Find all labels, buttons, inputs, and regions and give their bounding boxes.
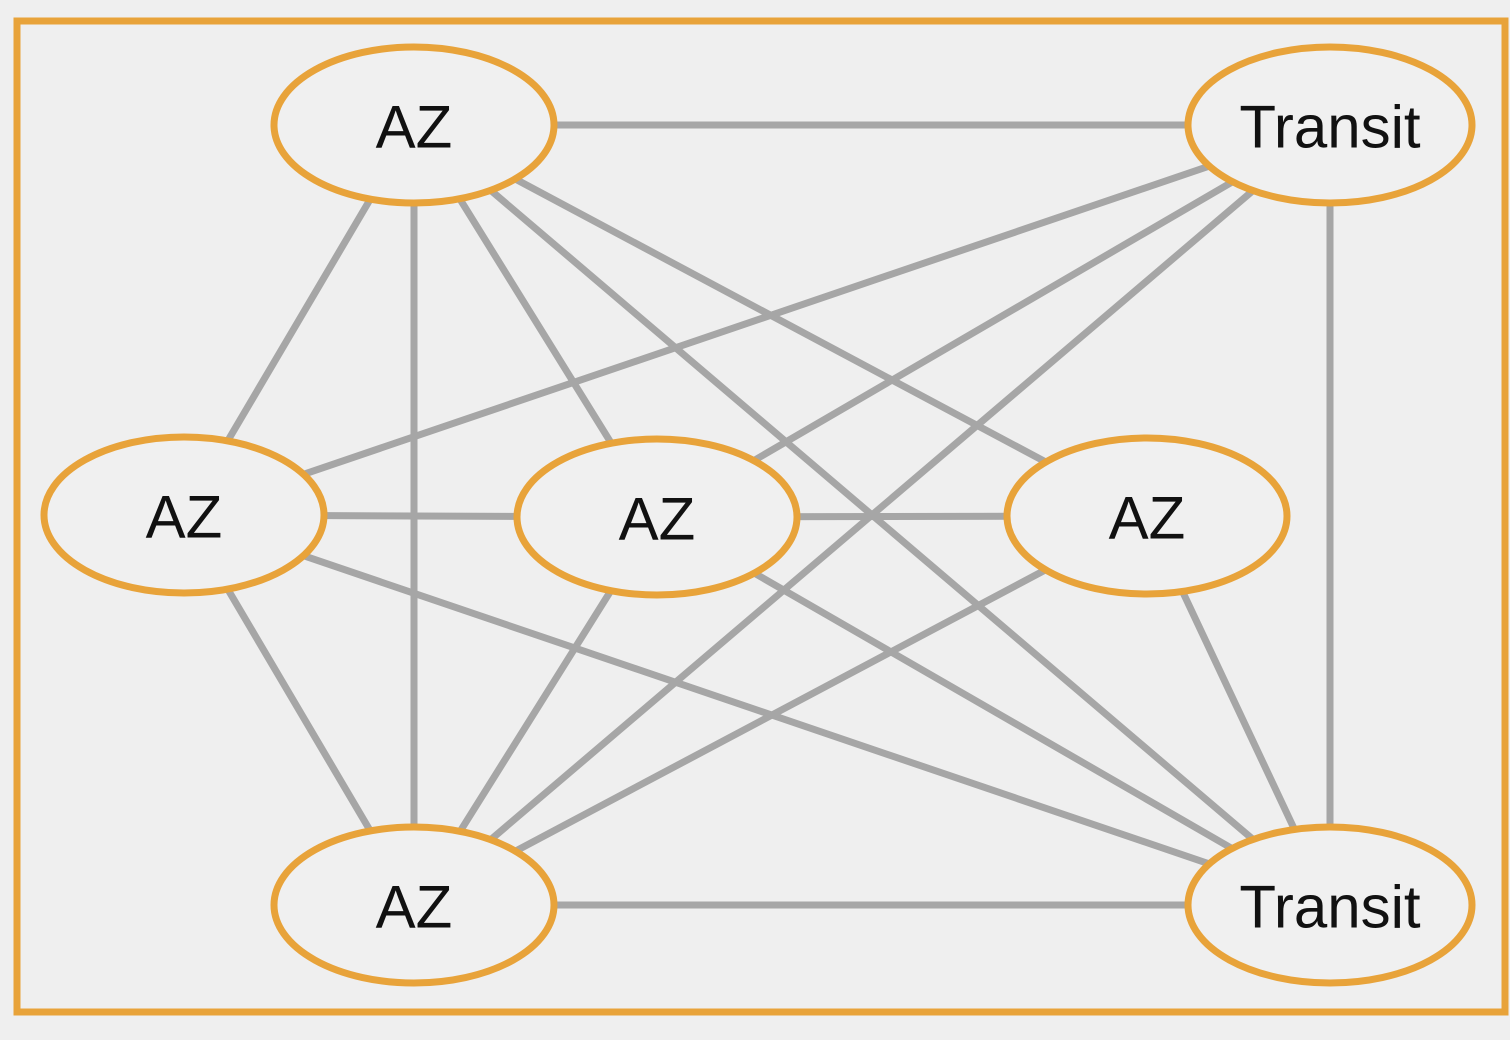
node-label-az-right: AZ (1109, 485, 1186, 552)
node-label-az-top: AZ (376, 94, 453, 161)
edge-transit-top-to-az-left (180, 121, 1334, 519)
node-az-bottom: AZ (270, 823, 558, 987)
node-az-right: AZ (1003, 434, 1291, 598)
node-az-top: AZ (270, 43, 558, 207)
edge-az-top-to-az-right (410, 121, 1151, 520)
edge-az-right-to-az-bottom (410, 512, 1151, 909)
node-label-transit-top: Transit (1239, 94, 1420, 161)
node-az-left: AZ (40, 433, 328, 597)
node-ellipse-az-center (513, 435, 801, 599)
diagram-frame (13, 17, 1509, 1016)
node-label-az-center: AZ (619, 486, 696, 553)
node-ellipse-az-top (270, 43, 558, 207)
edge-az-center-to-transit-bottom (653, 513, 1334, 909)
node-ellipse-transit-top (1184, 43, 1476, 207)
node-ellipse-az-bottom (270, 823, 558, 987)
node-transit-top: Transit (1184, 43, 1476, 207)
node-ellipse-transit-bottom (1184, 823, 1476, 987)
node-transit-bottom: Transit (1184, 823, 1476, 987)
edge-az-left-to-transit-bottom (180, 511, 1334, 909)
node-label-az-bottom: AZ (376, 874, 453, 941)
edge-transit-top-to-az-center (653, 121, 1334, 521)
node-ellipse-az-right (1003, 434, 1291, 598)
node-label-transit-bottom: Transit (1239, 874, 1420, 941)
node-az-center: AZ (513, 435, 801, 599)
node-label-az-left: AZ (146, 484, 223, 551)
node-ellipse-az-left (40, 433, 328, 597)
